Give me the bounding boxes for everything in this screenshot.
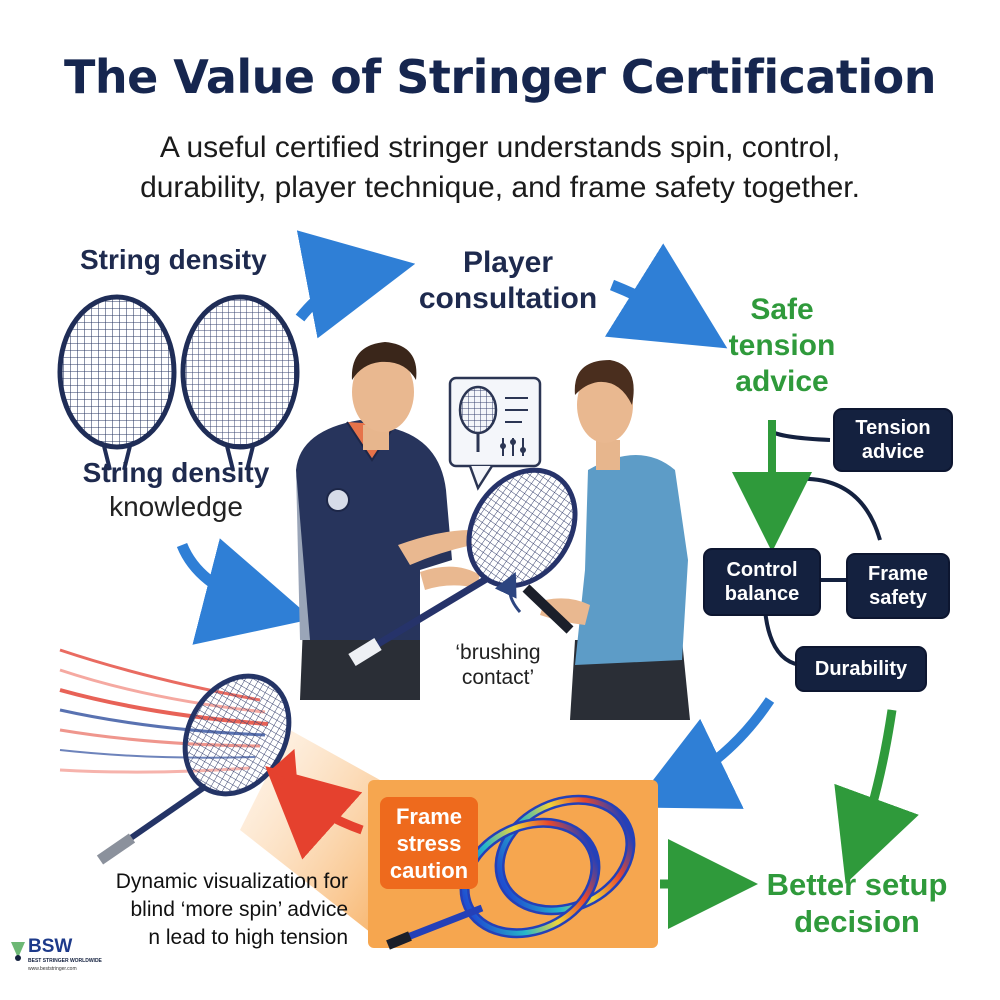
safe-line-2: tension [728,329,836,362]
frame-stress-line-1: Frame [395,803,463,829]
stringer-person-illustration [296,342,480,700]
subtitle-line-1: A useful certified stringer understands … [159,131,841,164]
frame-stress-line-3: caution [389,857,469,883]
arrow-density-to-consultation [295,230,416,339]
tension-box-line-2: advice [861,441,925,463]
speech-bubble [448,376,542,491]
frame-safety-box: Frame safety [846,553,950,619]
frame-box-line-2: safety [869,587,927,609]
caption-line-2: blind ‘more spin’ advice [130,898,349,921]
connector-control-durability [763,609,801,667]
brushing-contact-label: ‘brushing contact’ [438,640,558,690]
logo-mark: BSW [28,936,73,957]
arrow-stress-to-spin [265,766,364,860]
page-subtitle: A useful certified stringer understands … [40,128,960,208]
safe-tension-advice-label: Safe tension advice [712,292,852,400]
caption-line-1: Dynamic visualization for [115,870,348,893]
page-title: The Value of Stringer Certification [63,50,937,104]
caption-line-3: n lead to high tension [148,926,348,949]
durability-box: Durability [795,646,927,692]
bsw-logo: BSW BEST STRINGER WORLDWIDE www.beststri… [6,930,106,990]
arrow-consultation-to-safe [604,243,728,349]
held-racket-icon [348,467,578,666]
arrow-small-red [269,748,298,791]
tension-advice-box: Tension advice [833,408,953,472]
spin-visualization [59,648,292,865]
tension-box-line-1: Tension [855,417,931,439]
racket-sparse-icon [57,294,177,471]
subtitle-line-2: durability, player technique, and frame … [140,171,860,204]
knowledge-line-2: knowledge [109,491,243,522]
control-box-line-2: balance [724,583,800,605]
consultation-line-2: consultation [418,282,598,315]
safe-line-1: Safe [750,293,814,326]
frame-stress-caution-label: Frame stress caution [380,797,478,889]
control-box-line-1: Control [726,559,798,581]
frame-stress-line-2: stress [396,830,462,856]
logo-tagline: BEST STRINGER WORLDWIDE [28,958,102,964]
shuttlecock-logo-icon [11,942,25,961]
string-density-knowledge-label: String density knowledge [66,456,286,524]
frame-box-line-1: Frame [867,563,929,585]
brushing-line-1: ‘brushing [455,641,541,664]
safe-line-3: advice [735,365,829,398]
brushing-arrow [494,571,522,613]
consultation-line-1: Player [462,246,554,279]
logo-url: www.beststringer.com [28,966,77,972]
knowledge-line-1: String density [82,457,270,488]
arrow-knowledge-to-center [176,538,313,645]
brushing-line-2: contact’ [461,666,535,689]
control-balance-box: Control balance [703,548,821,616]
arrow-durability-to-stress [631,697,775,809]
string-density-label: String density [80,244,267,275]
arrow-durability-to-setup [834,709,919,884]
visualization-caption: Dynamic visualization for blind ‘more sp… [18,868,348,952]
racket-dense-icon [180,294,300,471]
setup-line-2: decision [794,904,920,939]
better-setup-decision-label: Better setup decision [732,866,982,940]
setup-line-1: Better setup [766,867,948,902]
stress-racket-icon [386,794,636,950]
player-person-illustration [494,360,690,720]
player-consultation-label: Player consultation [398,245,618,317]
